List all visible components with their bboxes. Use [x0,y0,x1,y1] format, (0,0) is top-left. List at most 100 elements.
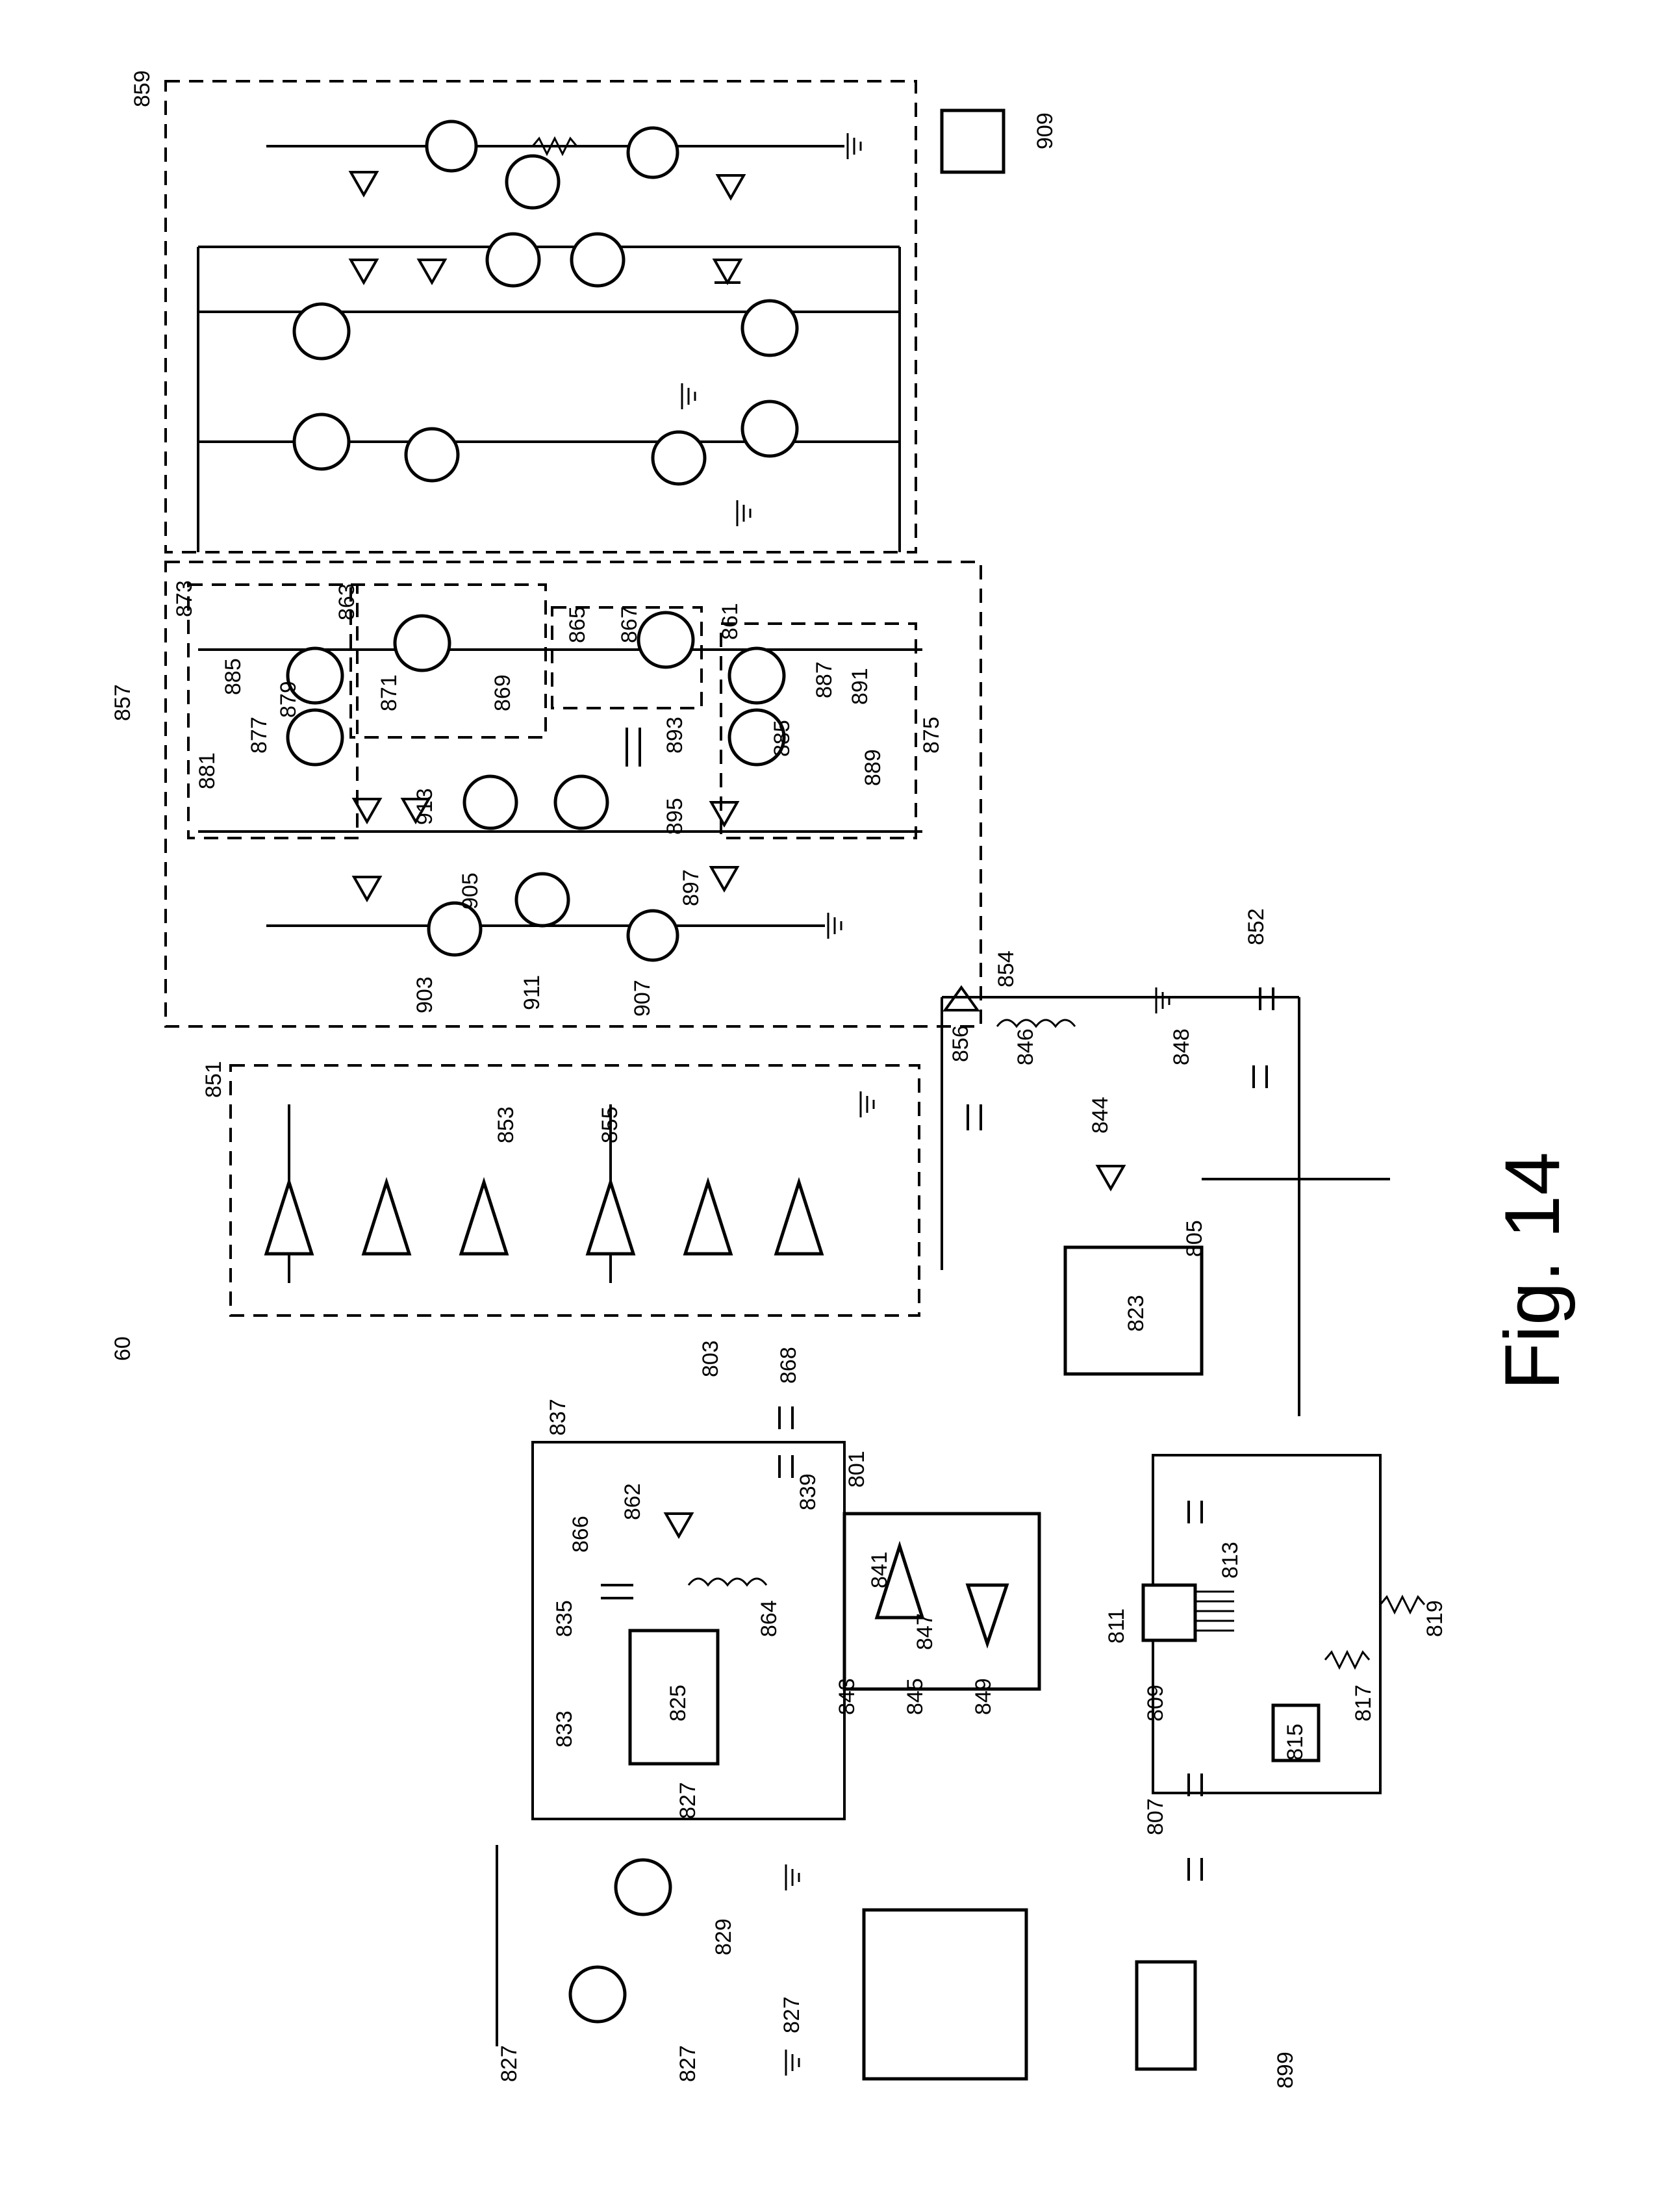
transistor [570,232,626,288]
amplifier [683,1176,733,1256]
label-889: 889 [861,749,885,786]
capacitor-807 [1187,1858,1203,1881]
amplifier-847 [965,1583,1009,1649]
component-909 [940,108,1006,174]
transistor [292,302,351,361]
capacitor-866 [601,1584,633,1599]
capacitor-852 [1259,987,1274,1010]
resistor-817 [1324,1649,1371,1670]
capacitor-813 [1187,1501,1203,1523]
label-851: 851 [201,1061,226,1098]
block-857 [164,561,982,1028]
transistor-903 [427,901,483,957]
amplifier [361,1176,412,1256]
label-891: 891 [848,668,872,705]
label-859: 859 [130,70,155,107]
transistor-871 [393,614,451,672]
diode [400,798,431,825]
transistor-867 [637,611,695,669]
label-827d: 827 [676,2045,700,2082]
label-911: 911 [520,975,544,1010]
transistor [651,430,707,486]
label-809: 809 [1143,1684,1168,1722]
transistor-913 [462,774,518,830]
block-871 [349,583,547,739]
transistor [740,400,799,458]
label-844: 844 [1088,1097,1113,1134]
label-869: 869 [490,674,515,711]
pin-header [1195,1590,1234,1632]
label-881: 881 [195,752,220,789]
inductor-846 [996,1019,1076,1028]
input-section [1135,1454,1426,2071]
label-845: 845 [903,1678,928,1715]
label-852: 852 [1244,908,1269,945]
label-817: 817 [1351,1684,1376,1722]
label-873: 873 [172,580,197,617]
label-823: 823 [1124,1295,1148,1332]
label-863: 863 [335,583,359,620]
label-893: 893 [663,717,687,754]
label-913: 913 [412,788,437,825]
label-827c: 827 [497,2045,522,2082]
diode-862 [663,1512,694,1540]
transistor [292,413,351,471]
label-864: 864 [757,1600,781,1637]
label-839: 839 [796,1473,820,1510]
capacitor-856 [967,1104,982,1130]
transistor-885 [727,708,786,767]
capacitor-848 [1252,1065,1268,1088]
ground [785,1864,800,1890]
capacitor-868 [778,1406,794,1429]
amplifier [264,1176,314,1256]
control-section [496,1406,1041,2081]
connector [862,1908,1028,2081]
label-895: 895 [663,798,687,835]
ground [827,913,842,939]
ic-825 [628,1629,720,1766]
transistor-877 [286,708,344,767]
label-861: 861 [718,603,742,640]
label-847: 847 [913,1613,937,1650]
label-833: 833 [552,1710,577,1748]
label-807: 807 [1143,1798,1168,1835]
label-803: 803 [698,1340,723,1377]
driver-stages [198,611,922,962]
diode [712,259,743,286]
label-819: 819 [1423,1600,1447,1637]
label-865: 865 [565,606,590,643]
amplifier-855 [585,1176,636,1256]
block-865 [551,606,703,709]
capacitor-839 [778,1455,794,1478]
label-813: 813 [1218,1542,1243,1579]
amplifier-bank [264,1091,875,1283]
ic-823 [1063,1245,1204,1376]
transistor [740,299,799,357]
ground [736,500,752,526]
label-853: 853 [494,1106,518,1143]
resistor [531,136,578,157]
transistor-887 [727,646,786,705]
diode [416,259,448,286]
amplifier [774,1176,824,1256]
label-899: 899 [1273,2052,1298,2089]
label-846: 846 [1013,1028,1038,1065]
zener [351,876,383,903]
diode-895 [709,801,740,828]
label-879: 879 [276,681,301,718]
label-856: 856 [948,1025,973,1062]
transistor-829b [568,1965,627,2024]
label-871: 871 [377,674,401,711]
fet-907 [626,909,679,962]
label-903: 903 [412,976,437,1013]
amplifier-853 [459,1176,509,1256]
label-811: 811 [1104,1608,1129,1644]
label-875: 875 [919,717,944,754]
ic-841 [842,1512,1041,1691]
ground [859,1091,875,1117]
label-866: 866 [568,1516,593,1553]
ground [681,383,696,409]
label-857: 857 [110,684,135,721]
